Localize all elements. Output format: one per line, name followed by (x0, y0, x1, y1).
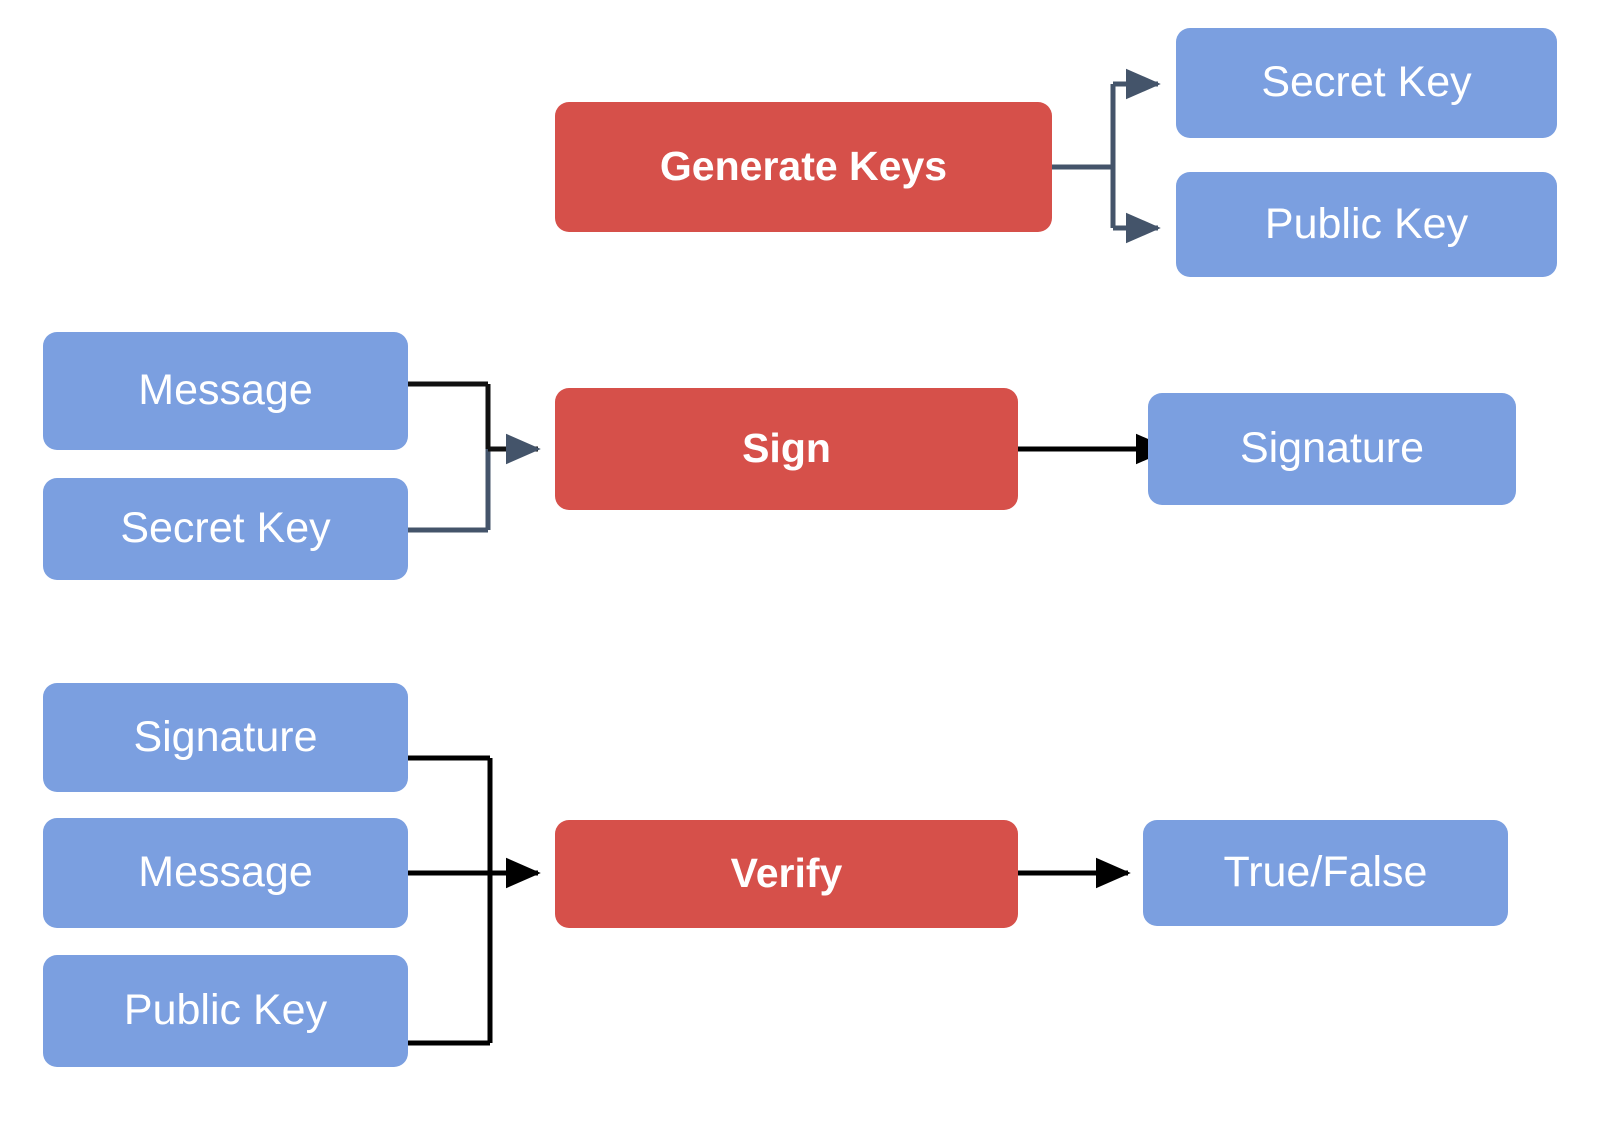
edge-message-to-sign (408, 381, 491, 449)
node-sign-input-secret-key-label: Secret Key (120, 504, 331, 553)
node-sign-label: Sign (742, 425, 831, 472)
node-verify-input-public-key[interactable]: Public Key (43, 955, 408, 1067)
edge-secret-key-to-sign (408, 449, 491, 533)
node-true-false-output-label: True/False (1223, 848, 1428, 897)
edge-signature-to-verify (408, 755, 493, 873)
node-sign[interactable]: Sign (555, 388, 1018, 510)
node-secret-key-output[interactable]: Secret Key (1176, 28, 1557, 138)
node-true-false-output[interactable]: True/False (1143, 820, 1508, 926)
node-generate-keys[interactable]: Generate Keys (555, 102, 1052, 232)
node-verify-input-signature[interactable]: Signature (43, 683, 408, 792)
node-sign-input-secret-key[interactable]: Secret Key (43, 478, 408, 580)
node-verify-input-message[interactable]: Message (43, 818, 408, 928)
node-secret-key-output-label: Secret Key (1261, 58, 1472, 107)
node-signature-output[interactable]: Signature (1148, 393, 1516, 505)
edge-public-key-to-verify (408, 873, 493, 1046)
node-sign-input-message[interactable]: Message (43, 332, 408, 450)
node-verify-input-public-key-label: Public Key (123, 986, 328, 1035)
node-public-key-output-label: Public Key (1264, 199, 1469, 248)
node-signature-output-label: Signature (1239, 424, 1425, 473)
node-verify[interactable]: Verify (555, 820, 1018, 928)
edge-generate-keys-to-keys (1052, 68, 1161, 244)
node-verify-label: Verify (730, 850, 843, 897)
node-verify-input-message-label: Message (138, 848, 313, 897)
node-public-key-output[interactable]: Public Key (1176, 172, 1557, 277)
node-verify-input-signature-label: Signature (133, 712, 318, 761)
node-generate-keys-label: Generate Keys (659, 143, 948, 190)
node-sign-input-message-label: Message (138, 366, 313, 415)
